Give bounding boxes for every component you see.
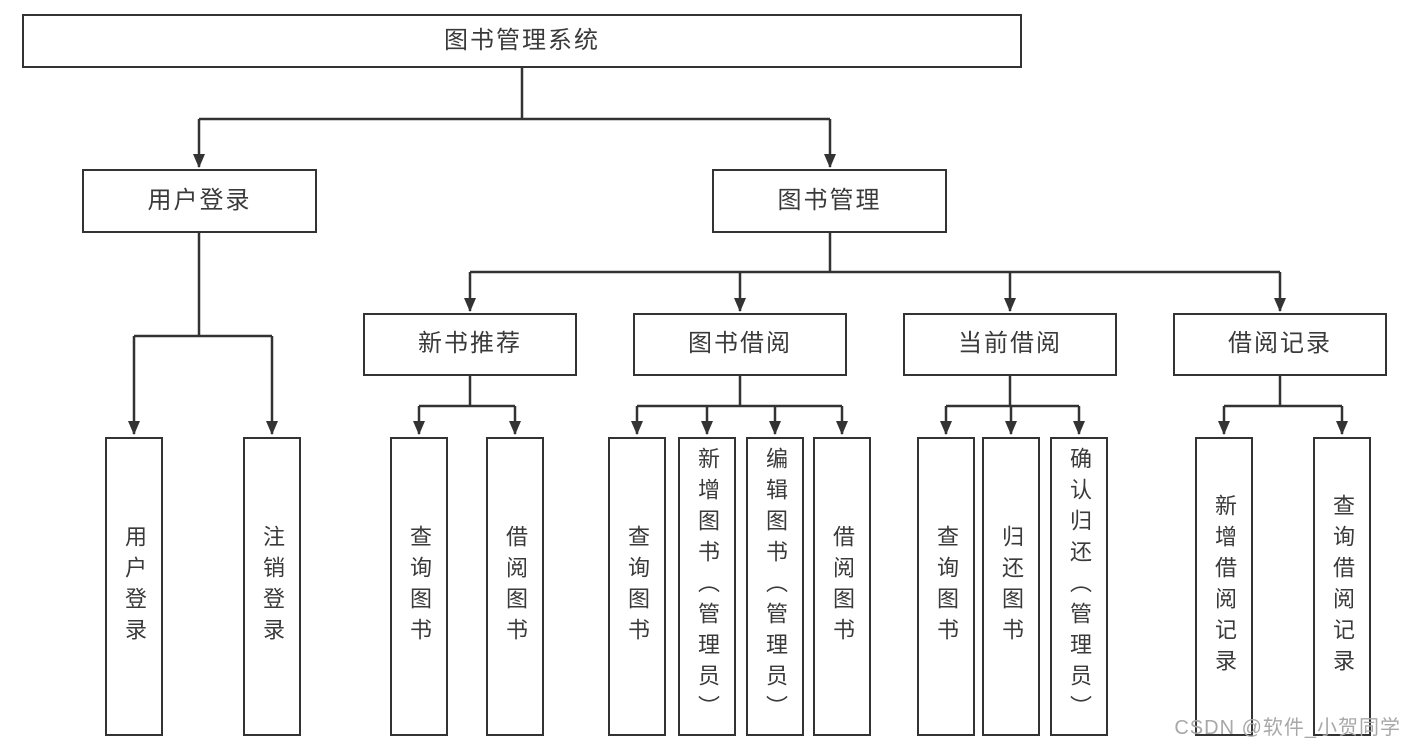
node-borrowing-records: 借阅记录 [1173, 313, 1387, 376]
arrow-connectors [128, 119, 1348, 435]
node-leaf-add-borrow-record: 新增借阅记录 [1195, 437, 1253, 736]
node-leaf-return-books: 归还图书 [982, 437, 1040, 736]
node-leaf-logout: 注销登录 [243, 437, 301, 736]
node-leaf-query-books-borrow: 查询图书 [608, 437, 666, 736]
node-leaf-edit-books-admin: 编辑图书（管理员） [746, 437, 804, 736]
node-book-borrowing: 图书借阅 [633, 313, 847, 376]
node-new-book-recommendation: 新书推荐 [363, 313, 577, 376]
node-leaf-borrow-books: 借阅图书 [813, 437, 871, 736]
node-leaf-add-books-admin: 新增图书（管理员） [678, 437, 736, 736]
node-library-management-system: 图书管理系统 [22, 14, 1022, 68]
node-current-borrowing: 当前借阅 [903, 313, 1117, 376]
node-leaf-borrow-books-recommend: 借阅图书 [486, 437, 544, 736]
tree-rails [134, 68, 1342, 408]
node-leaf-user-login: 用户登录 [105, 437, 163, 736]
node-user-login: 用户登录 [82, 169, 317, 233]
node-leaf-confirm-return-admin: 确认归还（管理员） [1050, 437, 1108, 736]
node-book-management: 图书管理 [712, 169, 947, 233]
node-leaf-query-books-current: 查询图书 [917, 437, 975, 736]
csdn-watermark: CSDN @软件_小贺同学 [1174, 717, 1401, 739]
node-leaf-query-books-recommend: 查询图书 [390, 437, 448, 736]
node-leaf-query-borrow-record: 查询借阅记录 [1313, 437, 1371, 736]
